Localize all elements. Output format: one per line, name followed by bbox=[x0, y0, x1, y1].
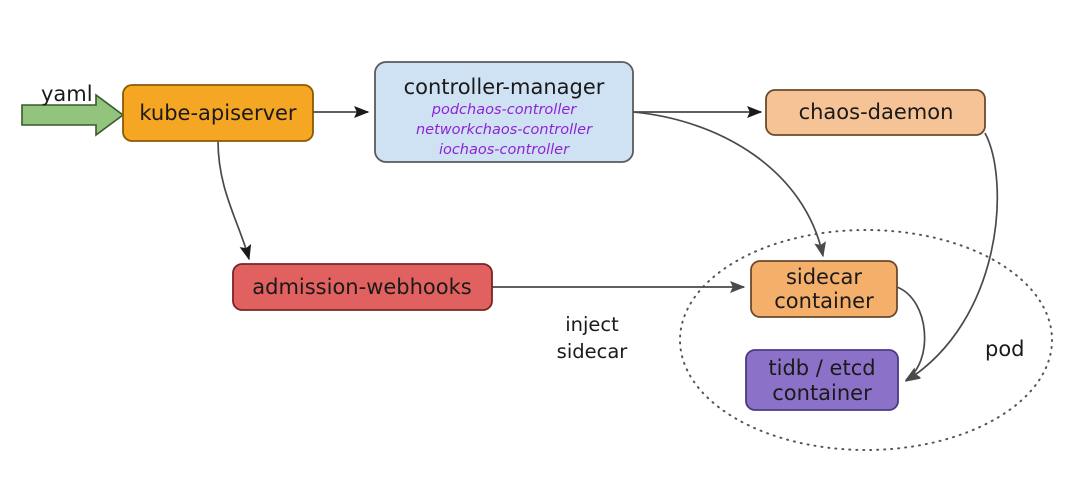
pod-group-label: pod bbox=[985, 337, 1025, 361]
node-sidecar-container[interactable]: sidecar container bbox=[750, 260, 898, 318]
edge-sidecar-to-tidb-etcd bbox=[896, 286, 926, 381]
yaml-arrow-shape bbox=[21, 93, 125, 137]
sidecar-container-box[interactable] bbox=[750, 260, 898, 318]
controller-sublabel-podchaos: podchaos-controller bbox=[431, 102, 578, 118]
controller-sublabel-iochaos: iochaos-controller bbox=[439, 142, 570, 158]
edge-controller-manager-to-sidecar bbox=[632, 111, 826, 258]
tidb-etcd-container-box[interactable] bbox=[745, 349, 899, 411]
pod-group-boundary bbox=[679, 229, 1053, 451]
sidecar-container-label-line1: sidecar bbox=[786, 265, 862, 289]
chaos-daemon-label: chaos-daemon bbox=[799, 100, 954, 124]
chaos-daemon-box[interactable] bbox=[765, 89, 986, 136]
admission-webhooks-label: admission-webhooks bbox=[252, 275, 471, 299]
tidb-etcd-label-line2: container bbox=[772, 381, 872, 405]
node-controller-manager[interactable]: controller-manager podchaos-controller n… bbox=[374, 61, 634, 163]
controller-manager-box[interactable] bbox=[374, 61, 634, 163]
edge-apiserver-to-admission-webhooks bbox=[217, 140, 252, 261]
kube-apiserver-label: kube-apiserver bbox=[139, 101, 297, 125]
edge-chaos-daemon-to-tidb-etcd bbox=[904, 132, 999, 382]
node-admission-webhooks[interactable]: admission-webhooks bbox=[232, 263, 493, 311]
node-tidb-etcd-container[interactable]: tidb / etcd container bbox=[745, 349, 899, 411]
tidb-etcd-label-line1: tidb / etcd bbox=[768, 356, 875, 380]
controller-sublabel-networkchaos: networkchaos-controller bbox=[416, 122, 593, 138]
inject-sidecar-label-line1: inject bbox=[565, 313, 619, 336]
admission-webhooks-box[interactable] bbox=[232, 263, 493, 311]
yaml-label: yaml bbox=[41, 82, 93, 106]
kube-apiserver-box[interactable] bbox=[122, 84, 314, 142]
inject-sidecar-label-line2: sidecar bbox=[557, 340, 629, 363]
node-kube-apiserver[interactable]: kube-apiserver bbox=[122, 84, 314, 142]
controller-manager-label: controller-manager bbox=[404, 75, 605, 99]
yaml-input-arrow bbox=[21, 93, 125, 137]
sidecar-container-label-line2: container bbox=[774, 289, 874, 313]
node-chaos-daemon[interactable]: chaos-daemon bbox=[765, 89, 986, 136]
